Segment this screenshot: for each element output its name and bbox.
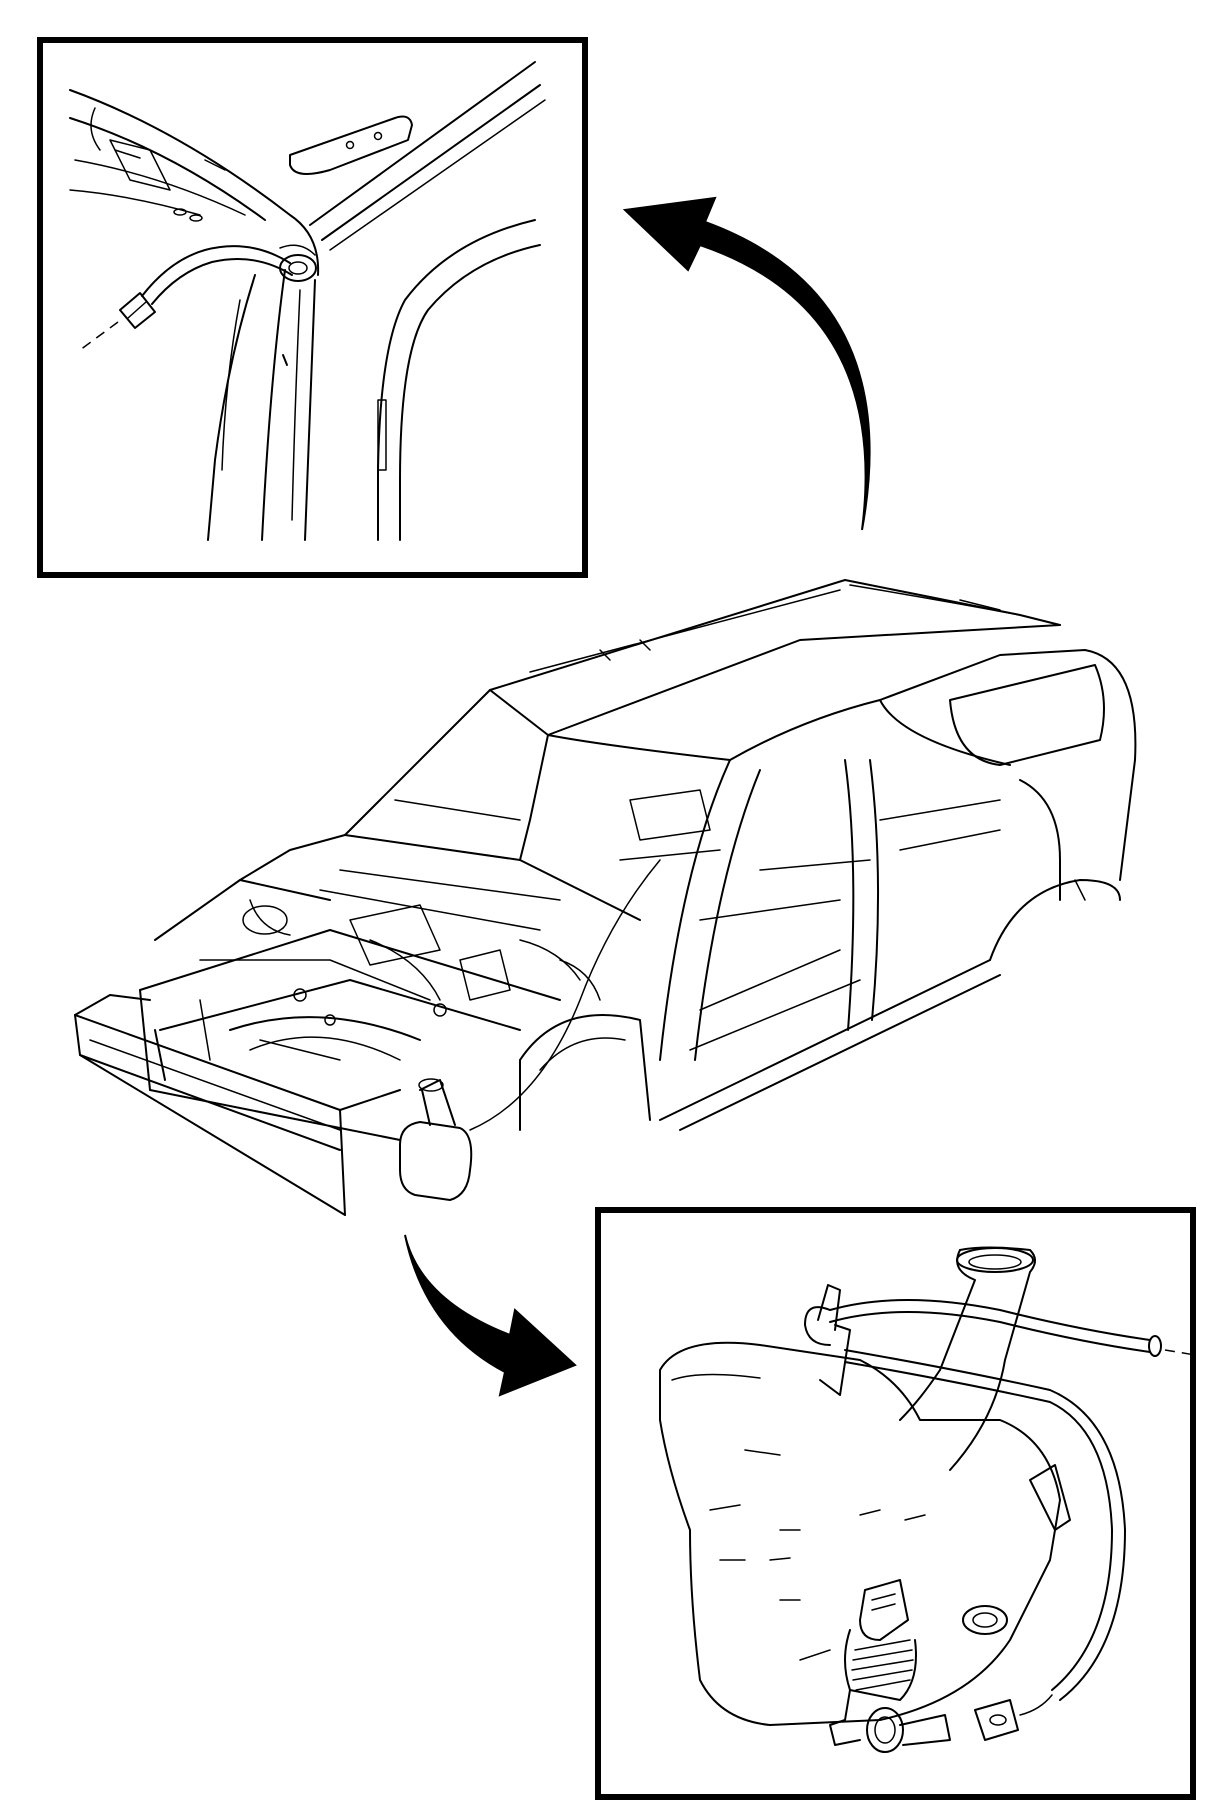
inset-top-left [37,37,588,578]
curved-pointer-arrow-to-bottom-inset-icon [404,1234,577,1397]
curved-pointer-arrow-to-top-inset-icon [622,196,871,531]
washer-reservoir-pump-detail-icon [659,1246,1196,1753]
inset-bottom-right-frame [595,1207,1196,1800]
inset-bottom-right [595,1207,1196,1800]
roof-rail-hose-detail-icon [69,61,546,541]
inset-top-left-frame [37,37,588,578]
vehicle-body-frame-icon [74,579,1137,1216]
